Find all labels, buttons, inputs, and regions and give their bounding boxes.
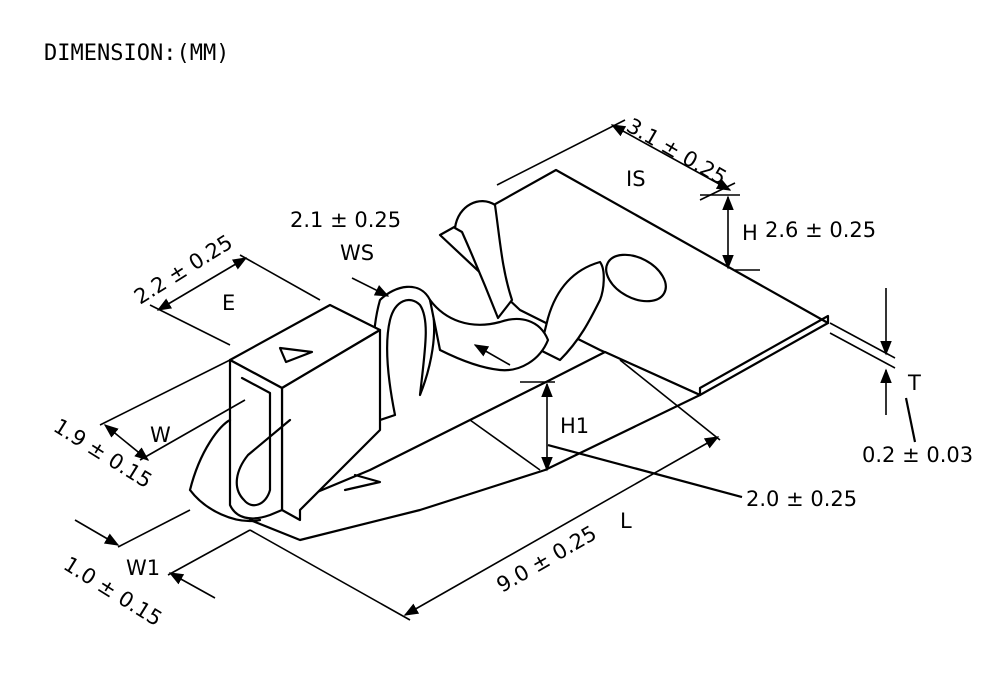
dim-L-value: 9.0 ± 0.25: [493, 521, 601, 597]
dim-H1-label: H1: [560, 414, 589, 438]
dim-W-label: W: [150, 423, 171, 447]
contact-box-front: [228, 358, 284, 520]
dim-W1: 1.0 ± 0.15 W1: [59, 509, 251, 631]
dim-T: T 0.2 ± 0.03: [829, 288, 973, 467]
tab-thickness-edge: [698, 314, 830, 397]
dim-WS: 2.1 ± 0.25 WS: [290, 208, 511, 366]
tab-hole: [605, 253, 667, 303]
wire-crimp-barrel: [372, 285, 436, 422]
dim-E-value: 2.2 ± 0.25: [130, 230, 237, 309]
contact-spring: [235, 376, 292, 507]
dim-IS-label: IS: [626, 167, 646, 191]
dim-W: 1.9 ± 0.15 W: [49, 359, 246, 493]
dim-T-label: T: [907, 371, 921, 395]
wire-crimp-wing: [428, 298, 550, 372]
dim-W1-label: W1: [126, 556, 160, 580]
drawing-title: DIMENSION:(MM): [44, 41, 229, 66]
dim-H-label: H: [742, 221, 758, 245]
dim-WS-label: WS: [340, 241, 374, 265]
dim-H-value: 2.6 ± 0.25: [765, 218, 876, 242]
orientation-mark: [278, 346, 314, 364]
dim-H1-value: 2.0 ± 0.25: [746, 487, 857, 511]
dim-T-value: 0.2 ± 0.03: [862, 443, 973, 467]
insulation-crimp-wing-rear: [453, 200, 514, 320]
dim-L-label: L: [620, 509, 632, 533]
dim-H: H 2.6 ± 0.25: [700, 194, 876, 271]
insulation-crimp-wing-front: [538, 260, 605, 362]
dim-WS-value: 2.1 ± 0.25: [290, 208, 401, 232]
contact-nose: [188, 418, 262, 523]
lance: [343, 473, 382, 492]
dim-E-label: E: [222, 291, 235, 315]
terminal-part: [188, 168, 830, 542]
